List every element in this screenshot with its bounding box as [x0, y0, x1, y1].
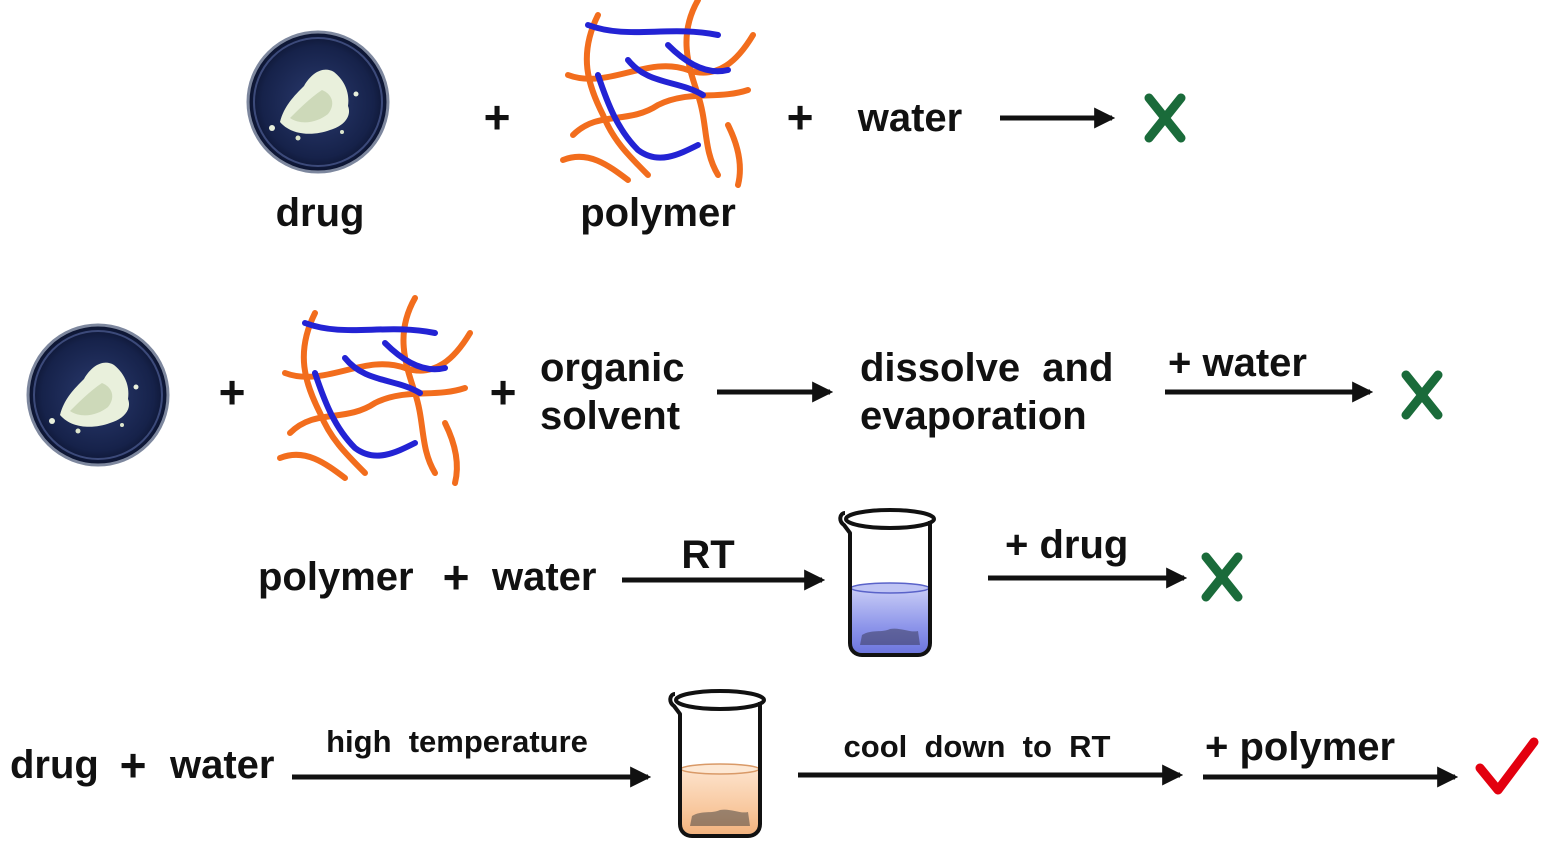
row-4: drug + water high temperature cool down …	[10, 689, 1539, 838]
row3-arrow1-label: RT	[681, 533, 734, 577]
row3-plus: +	[443, 551, 470, 603]
row1-water-label: water	[857, 96, 963, 140]
row2-plus-1: +	[219, 366, 246, 418]
row1-plus-1: +	[484, 91, 511, 143]
row3-water-label: water	[491, 555, 597, 599]
orange-beaker-icon	[668, 689, 766, 838]
polymer-network-icon	[563, 0, 753, 185]
row2-plus-2: +	[490, 366, 517, 418]
row2-step-line1: dissolve and	[860, 346, 1113, 390]
row4-plus: +	[120, 739, 147, 791]
row4-arrow1-label: high temperature	[326, 724, 588, 759]
row1-polymer-label: polymer	[580, 191, 736, 235]
row2-arrow-label: + water	[1168, 341, 1307, 385]
row4-water-label: water	[169, 743, 275, 787]
row3-cross-icon	[1201, 552, 1243, 602]
row3-arrow2-label: + drug	[1005, 523, 1128, 567]
row1-plus-2: +	[787, 91, 814, 143]
row3-polymer-label: polymer	[258, 555, 414, 599]
row1-drug-label: drug	[276, 191, 365, 235]
row4-arrow3-label: + polymer	[1205, 725, 1395, 769]
row2-step-line2: evaporation	[860, 394, 1087, 438]
drug-dish-icon-2	[26, 323, 170, 467]
row2-solvent-line2: solvent	[540, 394, 680, 438]
row1-cross-icon	[1144, 93, 1186, 143]
row2-solvent-line1: organic	[540, 346, 684, 390]
polymer-network-icon-2	[280, 298, 470, 483]
row-3: polymer + water RT + drug	[258, 508, 1243, 657]
row4-drug-label: drug	[10, 743, 99, 787]
blue-beaker-icon	[838, 508, 936, 657]
drug-dish-icon	[246, 30, 390, 174]
row-2: + + organic solvent dissolve and evapora…	[26, 298, 1443, 483]
row-1: drug + polymer + water	[246, 0, 1186, 235]
row4-arrow2-label: cool down to RT	[844, 729, 1111, 764]
row2-cross-icon	[1401, 370, 1443, 420]
success-check-icon	[1475, 737, 1539, 795]
